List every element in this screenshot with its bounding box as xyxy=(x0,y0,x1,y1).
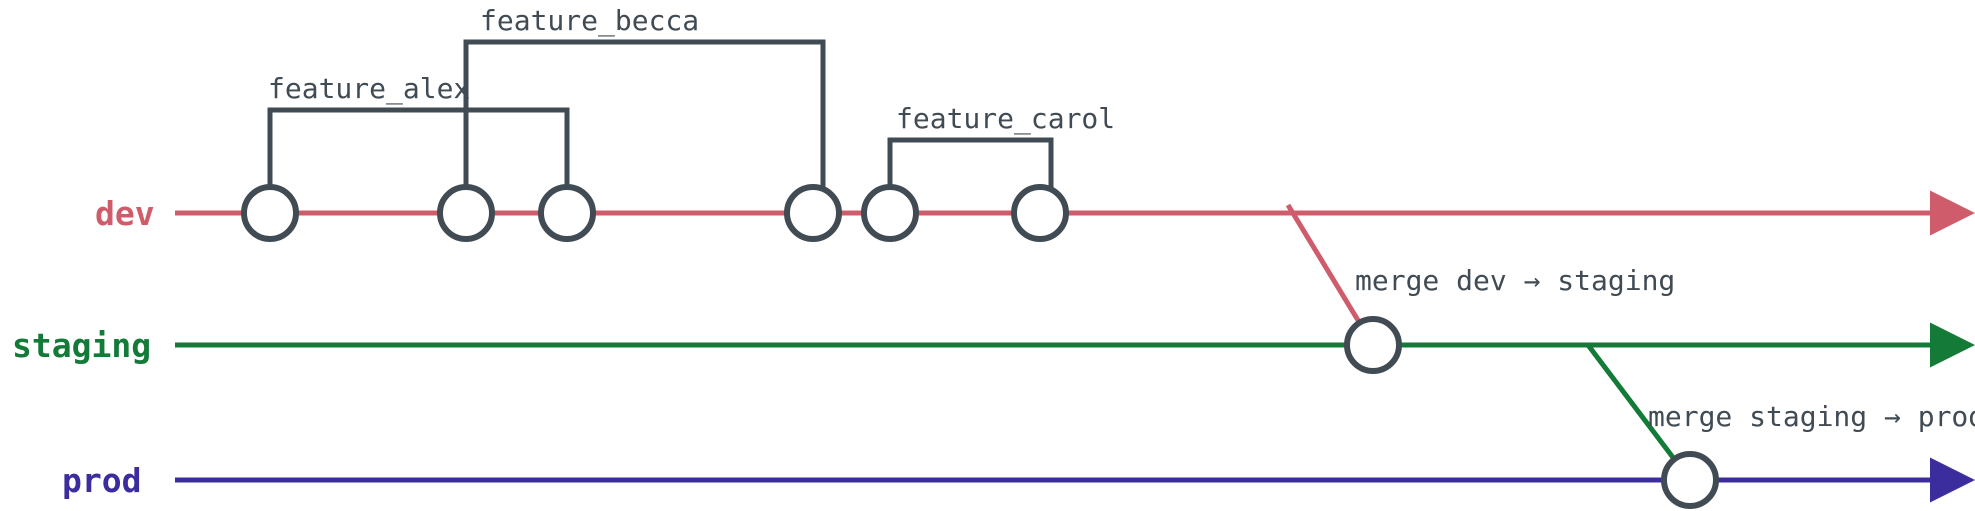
feature-bracket-feature_carol xyxy=(887,137,1054,205)
commit-node-dev-c1[interactable] xyxy=(241,184,299,242)
commit-node-dev-c4[interactable] xyxy=(784,184,842,242)
commit-node-prod-merge[interactable] xyxy=(1661,451,1719,509)
text-labels-layer: feature_alex feature_becca feature_carolme… xyxy=(268,4,1975,433)
feature-label-feature_alex: feature_alex xyxy=(268,72,470,106)
feature-bracket-feature_becca xyxy=(463,39,826,205)
commit-nodes-layer xyxy=(241,184,1719,509)
branch-label-dev[interactable]: dev xyxy=(95,194,155,233)
feature-bracket-feature_alex xyxy=(267,107,570,205)
branch-label-prod[interactable]: prod xyxy=(62,461,141,500)
branch-labels-layer: dev staging prod xyxy=(12,194,155,500)
feature-label-feature_carol: feature_carol xyxy=(896,102,1115,136)
commit-node-dev-c2[interactable] xyxy=(437,184,495,242)
feature-brackets-layer xyxy=(267,39,1054,205)
merge-staging-prod-label: merge staging → prod xyxy=(1648,400,1975,433)
commit-node-dev-c5[interactable] xyxy=(861,184,919,242)
commit-node-staging-merge[interactable] xyxy=(1344,316,1402,374)
branch-lines-layer xyxy=(175,190,1975,503)
commit-node-dev-c3[interactable] xyxy=(538,184,596,242)
branch-label-staging[interactable]: staging xyxy=(12,326,151,365)
merge-dev-staging-label: merge dev → staging xyxy=(1355,264,1675,297)
feature-label-feature_becca: feature_becca xyxy=(480,4,699,38)
commit-node-dev-c6[interactable] xyxy=(1011,184,1069,242)
